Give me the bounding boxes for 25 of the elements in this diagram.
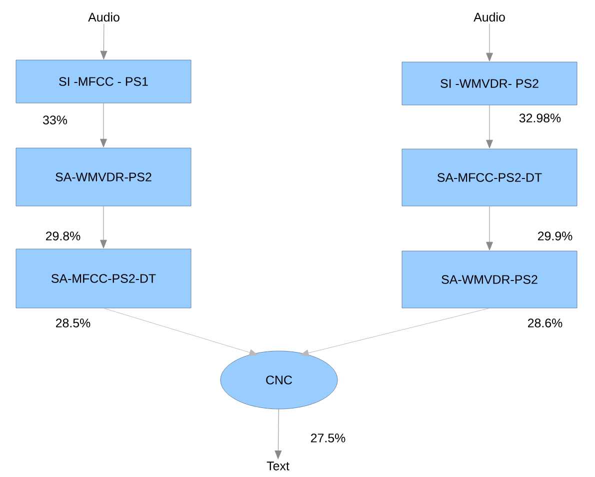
arrow [100,102,107,148]
process-box: SA-MFCC-PS2-DT [402,148,578,206]
process-box: SA-WMVDR-PS2 [16,148,192,206]
arrow [274,408,282,460]
edge-label: 29.8% [44,230,82,242]
process-box: SI -WMVDR- PS2 [402,62,578,106]
io-label: Audio [474,12,505,22]
arrow [103,308,258,356]
process-box: SA-MFCC-PS2-DT [16,248,192,308]
io-label: Text [266,462,290,470]
percentage-label: 32.98% [519,114,561,122]
percentage-label: 28.5% [56,318,90,328]
arrow [100,24,108,60]
percentage-label: 33% [43,116,67,124]
arrow [300,308,490,356]
arrow [486,206,493,250]
percentage-label: 27.5% [310,434,346,442]
arrow [486,104,493,148]
io-label: Audio [88,12,120,22]
edge-label: 29.9% [536,230,574,242]
process-box: SA-WMVDR-PS2 [402,250,578,308]
percentage-label: 28.6% [528,318,562,328]
process-box: SI -MFCC - PS1 [16,60,192,104]
arrow [100,206,107,248]
arrow [486,24,493,62]
